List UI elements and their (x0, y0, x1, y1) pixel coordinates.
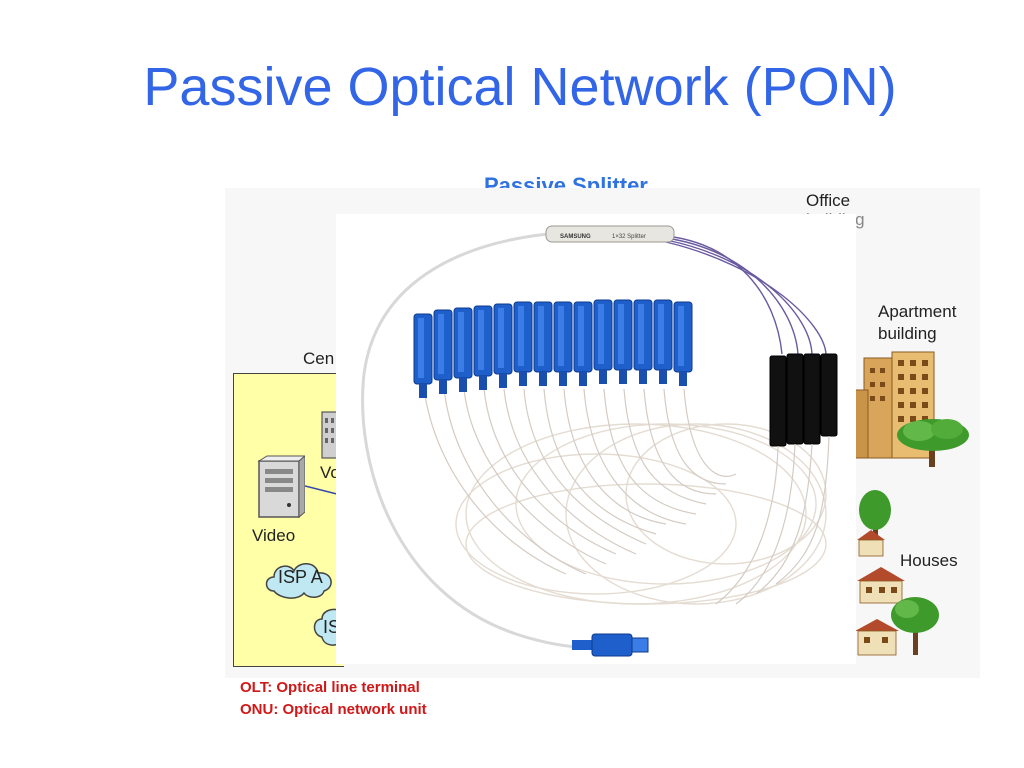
central-office-label: Cen (303, 349, 335, 368)
onu-note: ONU: Optical network unit (240, 701, 427, 718)
isp-a-label: ISP A (278, 567, 323, 587)
apartment-label-line2: building (878, 324, 937, 343)
vo-label: Vo (320, 463, 340, 482)
house-icon (857, 565, 907, 605)
video-server-icon (257, 455, 305, 519)
splitter-photo-drawing: SAMSUNG 1×32 Splitter (361, 225, 838, 657)
isp-b-cloud-icon (312, 605, 342, 649)
houses-label: Houses (900, 551, 958, 570)
isp-a-cloud-icon (262, 557, 338, 601)
slide-title: Passive Optical Network (PON) (143, 57, 897, 117)
video-link-line (305, 485, 337, 495)
single-blue-connector (572, 633, 649, 657)
office-label-line1: Office (806, 191, 851, 210)
isp-b-label: IS (323, 617, 341, 637)
splitter-brand: SAMSUNG (560, 234, 591, 240)
tree-icon (893, 415, 973, 470)
olt-note: OLT: Optical line terminal (240, 679, 420, 696)
black-connectors (769, 353, 838, 447)
video-label: Video (252, 526, 296, 545)
apartment-label-line1: Apartment (878, 302, 957, 321)
house-with-tree-icon (855, 595, 940, 660)
splitter-model: 1×32 Splitter (612, 234, 646, 240)
acronym-notes: OLT: Optical line terminal ONU: Optical … (240, 677, 427, 721)
splitter-photo: SAMSUNG 1×32 Splitter (336, 214, 856, 664)
apartment-building-label: Apartment building (878, 301, 956, 345)
blue-connectors (413, 299, 693, 398)
house-tree-icon (857, 490, 897, 560)
